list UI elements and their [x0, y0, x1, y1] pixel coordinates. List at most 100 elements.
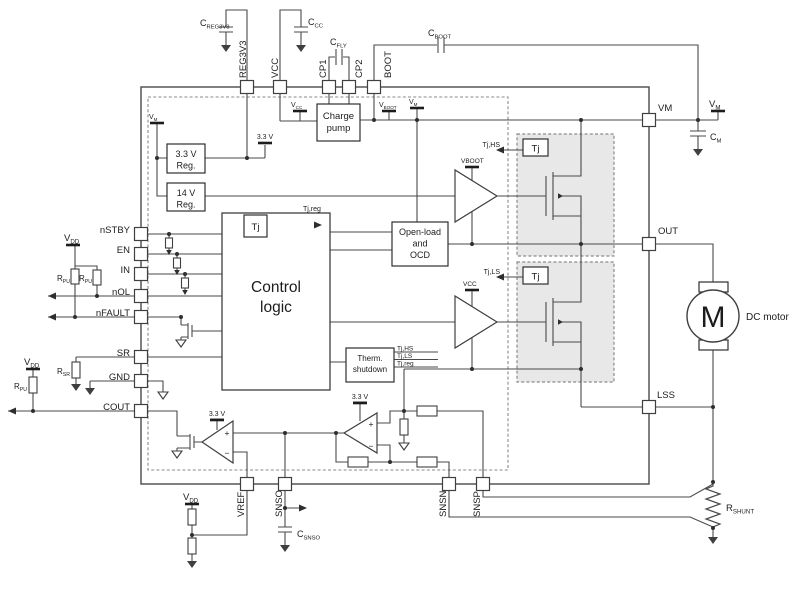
ground-symbols	[71, 45, 718, 568]
pin-label-snso: SNSO	[274, 490, 285, 517]
block-14v-regulator-label-2: Reg.	[176, 200, 195, 210]
high-side-gate-driver	[454, 168, 499, 224]
block-ocd-label-1: Open-load	[399, 227, 441, 237]
block-open-load-ocd	[391, 221, 449, 267]
pin-snsp	[475, 476, 491, 492]
pin-nol	[133, 288, 149, 304]
pin-cout	[133, 403, 149, 419]
c-boot-label: CBOOT	[428, 28, 451, 41]
vdd-label-vref: VDD	[183, 492, 199, 505]
tj-ls-arrow-label: Tj,LS	[484, 269, 501, 276]
ground-nfault-mosfet	[174, 339, 188, 348]
nstby-pulldown-resistor	[164, 237, 174, 249]
pin-snso	[277, 476, 293, 492]
block-ocd-label-3: OCD	[410, 250, 431, 260]
ground-internal-gnd	[156, 391, 170, 400]
motor-label: DC motor	[746, 312, 789, 323]
r-pu-label-cout: RPU	[14, 382, 27, 393]
pins	[133, 79, 657, 492]
pin-label-nfault: nFAULT	[96, 308, 130, 319]
pin-label-vref: VREF	[236, 491, 247, 517]
pin-label-en: EN	[117, 245, 130, 256]
sense-feedback-resistor	[347, 456, 369, 468]
tj-hs-arrow-label: Tj,HS	[483, 142, 501, 149]
pin-lss	[641, 399, 657, 415]
ground-vref-divider	[187, 561, 197, 568]
block-control-logic	[221, 212, 331, 391]
resistors	[28, 237, 438, 555]
vm-label-internal-left: VM	[149, 114, 158, 122]
pin-label-in: IN	[121, 265, 131, 276]
r-pu-label-1: RPU	[57, 274, 70, 285]
v33-label-sense-amp: 3.3 V	[352, 394, 369, 401]
pin-label-gnd: GND	[109, 372, 130, 383]
ground-r-sr	[71, 384, 81, 391]
nfault-output-arrow	[48, 313, 56, 321]
therm-input-tj-reg: Tj,reg	[397, 361, 414, 368]
ground-c-m	[693, 149, 703, 156]
ground-c-reg3v3	[221, 45, 231, 52]
pin-label-snsn: SNSN	[438, 490, 449, 517]
in-pulldown-arrow	[182, 290, 188, 295]
tj-hs-arrow	[496, 146, 504, 154]
vm-label-rail: VM	[409, 99, 418, 107]
pin-label-reg3v3: REG3V3	[238, 41, 249, 79]
pin-label-cout: COUT	[103, 402, 130, 413]
c-m-label: CM	[710, 132, 722, 145]
block-tj-sensor-reg	[243, 214, 268, 238]
block-3v3-regulator-label-1: 3.3 V	[175, 149, 196, 159]
nstby-pulldown-arrow	[166, 250, 172, 255]
pin-en	[133, 246, 149, 262]
block-control-logic-label-2: logic	[260, 299, 292, 316]
ls-mosfet-body-arrow	[558, 319, 563, 325]
nol-output-arrow	[48, 292, 56, 300]
cout-output-arrow	[8, 407, 16, 415]
pin-vcc	[272, 79, 288, 95]
pin-labels: REG3V3 VCC CP1 CP2 BOOT nSTBY EN IN nOL …	[96, 41, 678, 518]
pin-label-vm: VM	[658, 103, 672, 114]
pin-label-nol: nOL	[112, 287, 130, 298]
pin-cp1	[321, 79, 337, 95]
c-reg3v3-label: CREG3V3	[200, 18, 230, 31]
ground-cout-mosfet	[170, 450, 184, 459]
v33-label-internal: 3.3 V	[257, 134, 274, 141]
comparator-plus-input: +	[225, 428, 230, 438]
vboot-label-hs-driver: VBOOT	[461, 158, 484, 165]
r-shunt-label: RSHUNT	[726, 503, 754, 516]
block-charge-pump-label-1: Charge	[323, 111, 354, 122]
junction-dots	[31, 118, 715, 537]
block-3v3-regulator	[166, 143, 206, 174]
tj-reg-arrow-label: Tj,reg	[303, 206, 321, 213]
sense-amp-plus-input: +	[369, 419, 374, 429]
hs-mosfet-body-arrow	[558, 193, 563, 199]
tj-reg-arrow	[314, 221, 322, 229]
tj-ls-arrow	[496, 273, 504, 281]
vcc-label-ls-driver: VCC	[463, 281, 477, 288]
block-3v3-regulator-label-2: Reg.	[176, 161, 195, 171]
signal-labels: Tj,reg Tj,HS Tj,LS Tj,HS Tj,LS Tj,reg	[303, 142, 500, 368]
block-14v-regulator	[166, 182, 206, 212]
motor-body	[686, 289, 740, 343]
block-thermal-shutdown-label-1: Therm.	[357, 354, 382, 363]
pin-label-vcc: VCC	[270, 58, 281, 78]
pin-label-cp2: CP2	[354, 60, 365, 78]
sr-resistor	[71, 361, 81, 379]
comparator-minus-input: −	[225, 448, 230, 458]
motor-symbol: M	[701, 301, 726, 334]
c-fly-label: CFLY	[330, 37, 347, 50]
dc-motor: M DC motor	[686, 281, 789, 351]
ground-c-snso	[280, 545, 290, 552]
amplifiers: + − + −	[200, 168, 499, 465]
logic-section-dashed-box	[147, 96, 509, 471]
pin-label-boot: BOOT	[383, 51, 394, 78]
block-tj-sensor-reg-label: Tj	[252, 222, 260, 233]
pin-vm	[641, 112, 657, 128]
block-thermal-shutdown	[345, 347, 395, 383]
pin-label-sr: SR	[117, 348, 130, 359]
pin-gnd	[133, 373, 149, 389]
blocks: 3.3 V Reg. 14 V Reg. Charge pump Control…	[166, 103, 549, 391]
pin-label-cp1: CP1	[318, 60, 329, 78]
vdd-label-cout: VDD	[24, 357, 40, 370]
